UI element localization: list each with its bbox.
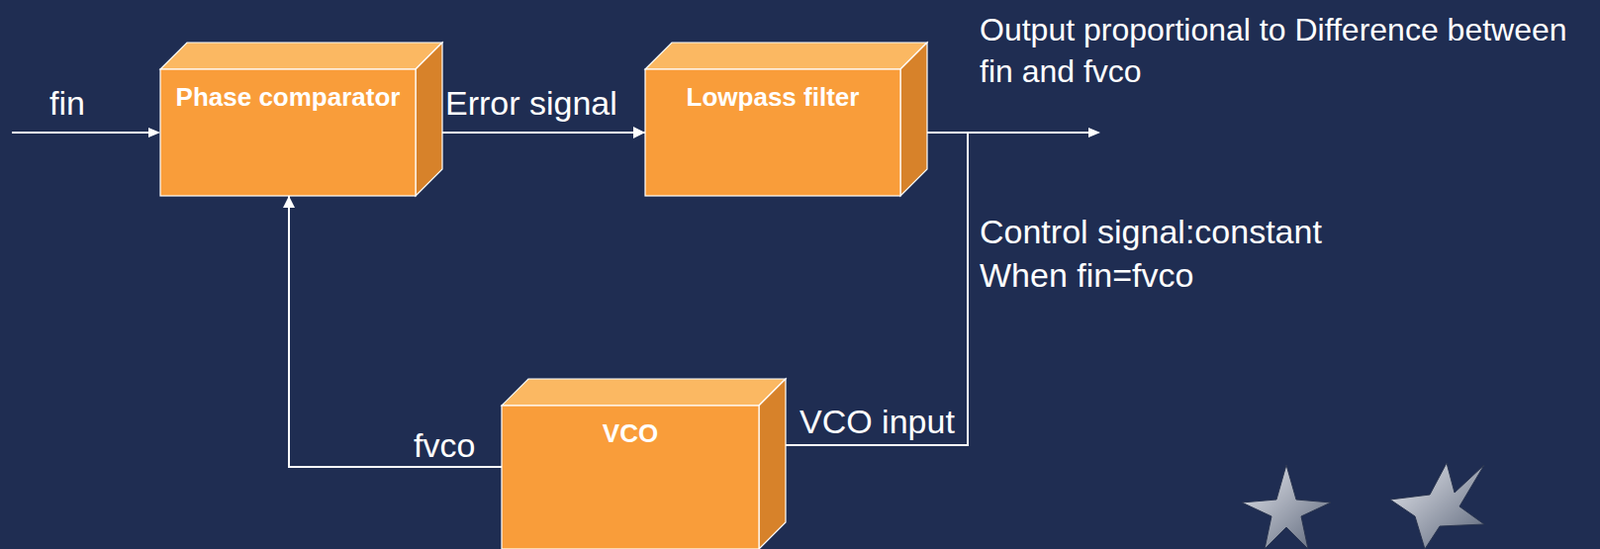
- box-label: Lowpass filter: [645, 69, 901, 113]
- box-label: VCO: [501, 405, 759, 450]
- output-arrowhead: [1088, 127, 1101, 138]
- signal-connector: [415, 131, 646, 134]
- star-ornament: [1241, 465, 1331, 549]
- signal-label: Output proportional to Difference betwee…: [979, 9, 1594, 93]
- input-line: [11, 131, 151, 134]
- box-label: Phase comparator: [160, 69, 416, 113]
- edge-label: VCO input: [799, 399, 955, 444]
- box-3d-shape: [160, 42, 443, 196]
- input-arrowhead: [148, 127, 161, 138]
- output-line: [967, 131, 1091, 134]
- box-3d-shape: [645, 42, 928, 196]
- signal-label: fin: [49, 81, 86, 125]
- box-3d-shape: [501, 378, 786, 549]
- vco-box: VCO: [501, 405, 759, 549]
- lowpass-filter-box: Lowpass filter: [645, 69, 901, 196]
- phase-comparator-box: Phase comparator: [160, 69, 416, 196]
- star-ornament: [1390, 463, 1485, 549]
- signal-connector: [288, 195, 502, 468]
- edge-label: fvco: [413, 423, 475, 468]
- edge-label: Error signal: [445, 81, 618, 125]
- signal-label: Control signal:constant When fin=fvco: [979, 209, 1415, 297]
